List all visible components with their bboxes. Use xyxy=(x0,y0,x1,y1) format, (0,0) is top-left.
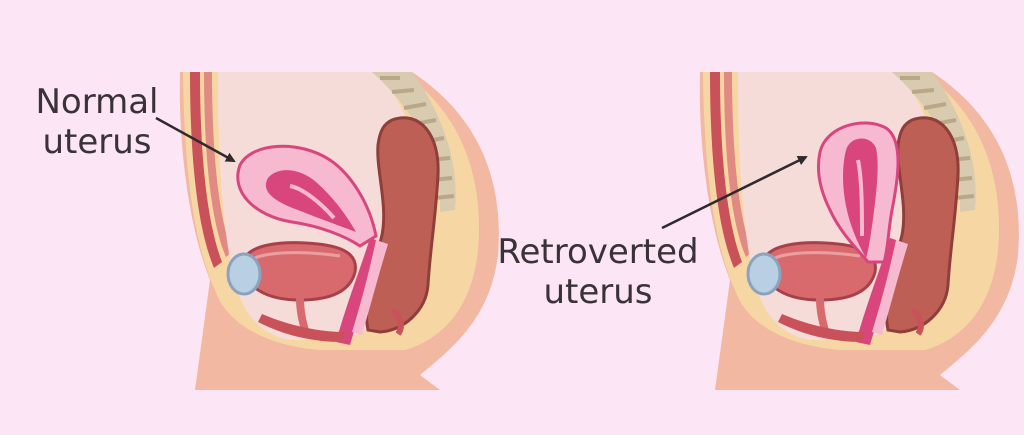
retroverted-uterus-arrow xyxy=(661,155,808,230)
retroverted-uterus xyxy=(816,121,900,264)
normal-pelvis-section xyxy=(180,72,499,390)
normal-uterus-arrow xyxy=(155,116,236,163)
normal-uterus xyxy=(236,144,378,248)
retroverted-pelvis-section xyxy=(700,72,1019,390)
normal-uterus-label: Normal uterus xyxy=(35,82,159,162)
retroverted-uterus-label: Retroverted uterus xyxy=(497,232,699,312)
